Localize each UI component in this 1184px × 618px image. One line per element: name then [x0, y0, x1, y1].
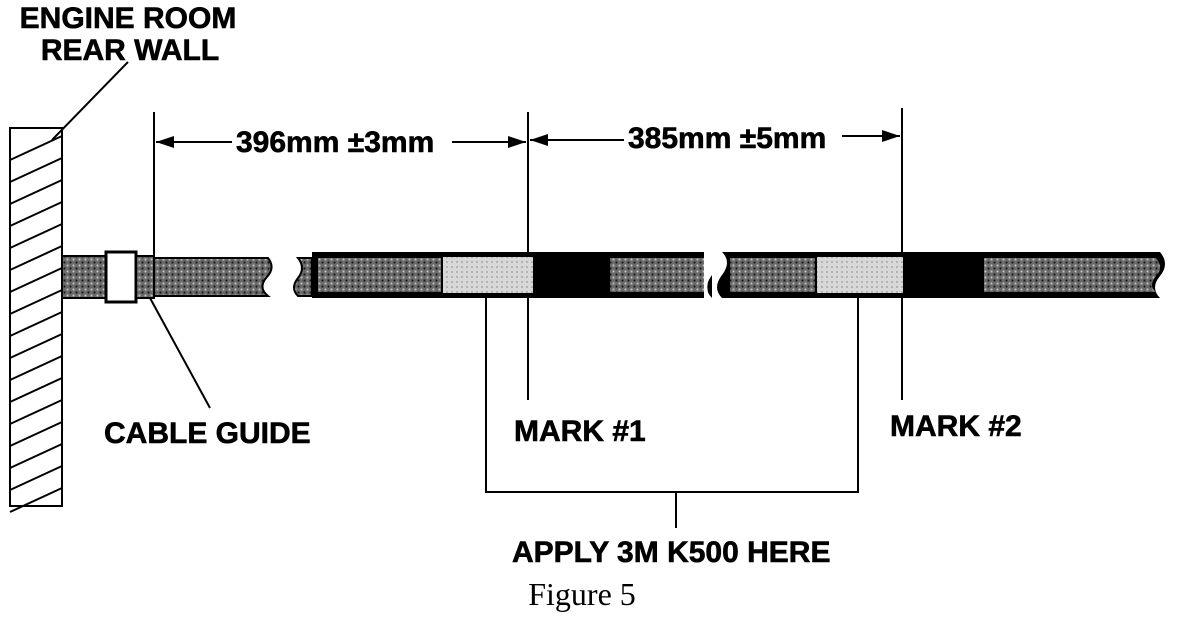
cable-section-right: [717, 252, 1165, 298]
wall-hatch-line: [9, 311, 63, 337]
extension-lines: [153, 108, 903, 400]
wall-hatch-line: [9, 355, 63, 381]
tape-area-mark-1: [441, 255, 535, 295]
wall-hatch-line: [9, 223, 63, 249]
figure-caption: Figure 5: [528, 576, 636, 612]
cable-guide-collar: [104, 250, 138, 304]
wall-hatch-line: [9, 487, 63, 513]
engine-room-rear-wall: [9, 127, 63, 513]
cable-guide-leader: [149, 297, 211, 409]
wall-hatch-line: [9, 399, 63, 425]
wall-hatch-line: [9, 179, 63, 205]
wall-hatch-line: [9, 465, 63, 491]
wall-hatch-line: [9, 377, 63, 403]
cable-guide-label: CABLE GUIDE: [104, 417, 311, 450]
dimension-arrows: [156, 130, 900, 148]
tape-area-mark-2: [815, 255, 905, 295]
wall-hatch-line: [9, 421, 63, 447]
wall-hatch-line: [9, 245, 63, 271]
apply-label: APPLY 3M K500 HERE: [512, 536, 830, 569]
mark-1-label: MARK #1: [514, 415, 646, 448]
wall-hatch-line: [9, 157, 63, 183]
dimension-385-label: 385mm ±5mm: [628, 122, 826, 155]
apply-bracket: [485, 298, 859, 493]
cable-section-middle: [293, 252, 717, 298]
wall-hatch-line: [9, 443, 63, 469]
wall-label-line-1: ENGINE ROOM: [20, 2, 237, 35]
wall-hatch-line: [9, 333, 63, 359]
cable-section-left: [61, 250, 273, 304]
mark-2-label: MARK #2: [890, 410, 1022, 443]
wall-label-line-2: REAR WALL: [41, 34, 219, 67]
wall-hatch-line: [9, 267, 63, 293]
wall-leader-line: [51, 61, 129, 141]
dimension-396-label: 396mm ±3mm: [236, 126, 434, 159]
wall-hatch-line: [9, 289, 63, 315]
wall-hatch-line: [9, 201, 63, 227]
